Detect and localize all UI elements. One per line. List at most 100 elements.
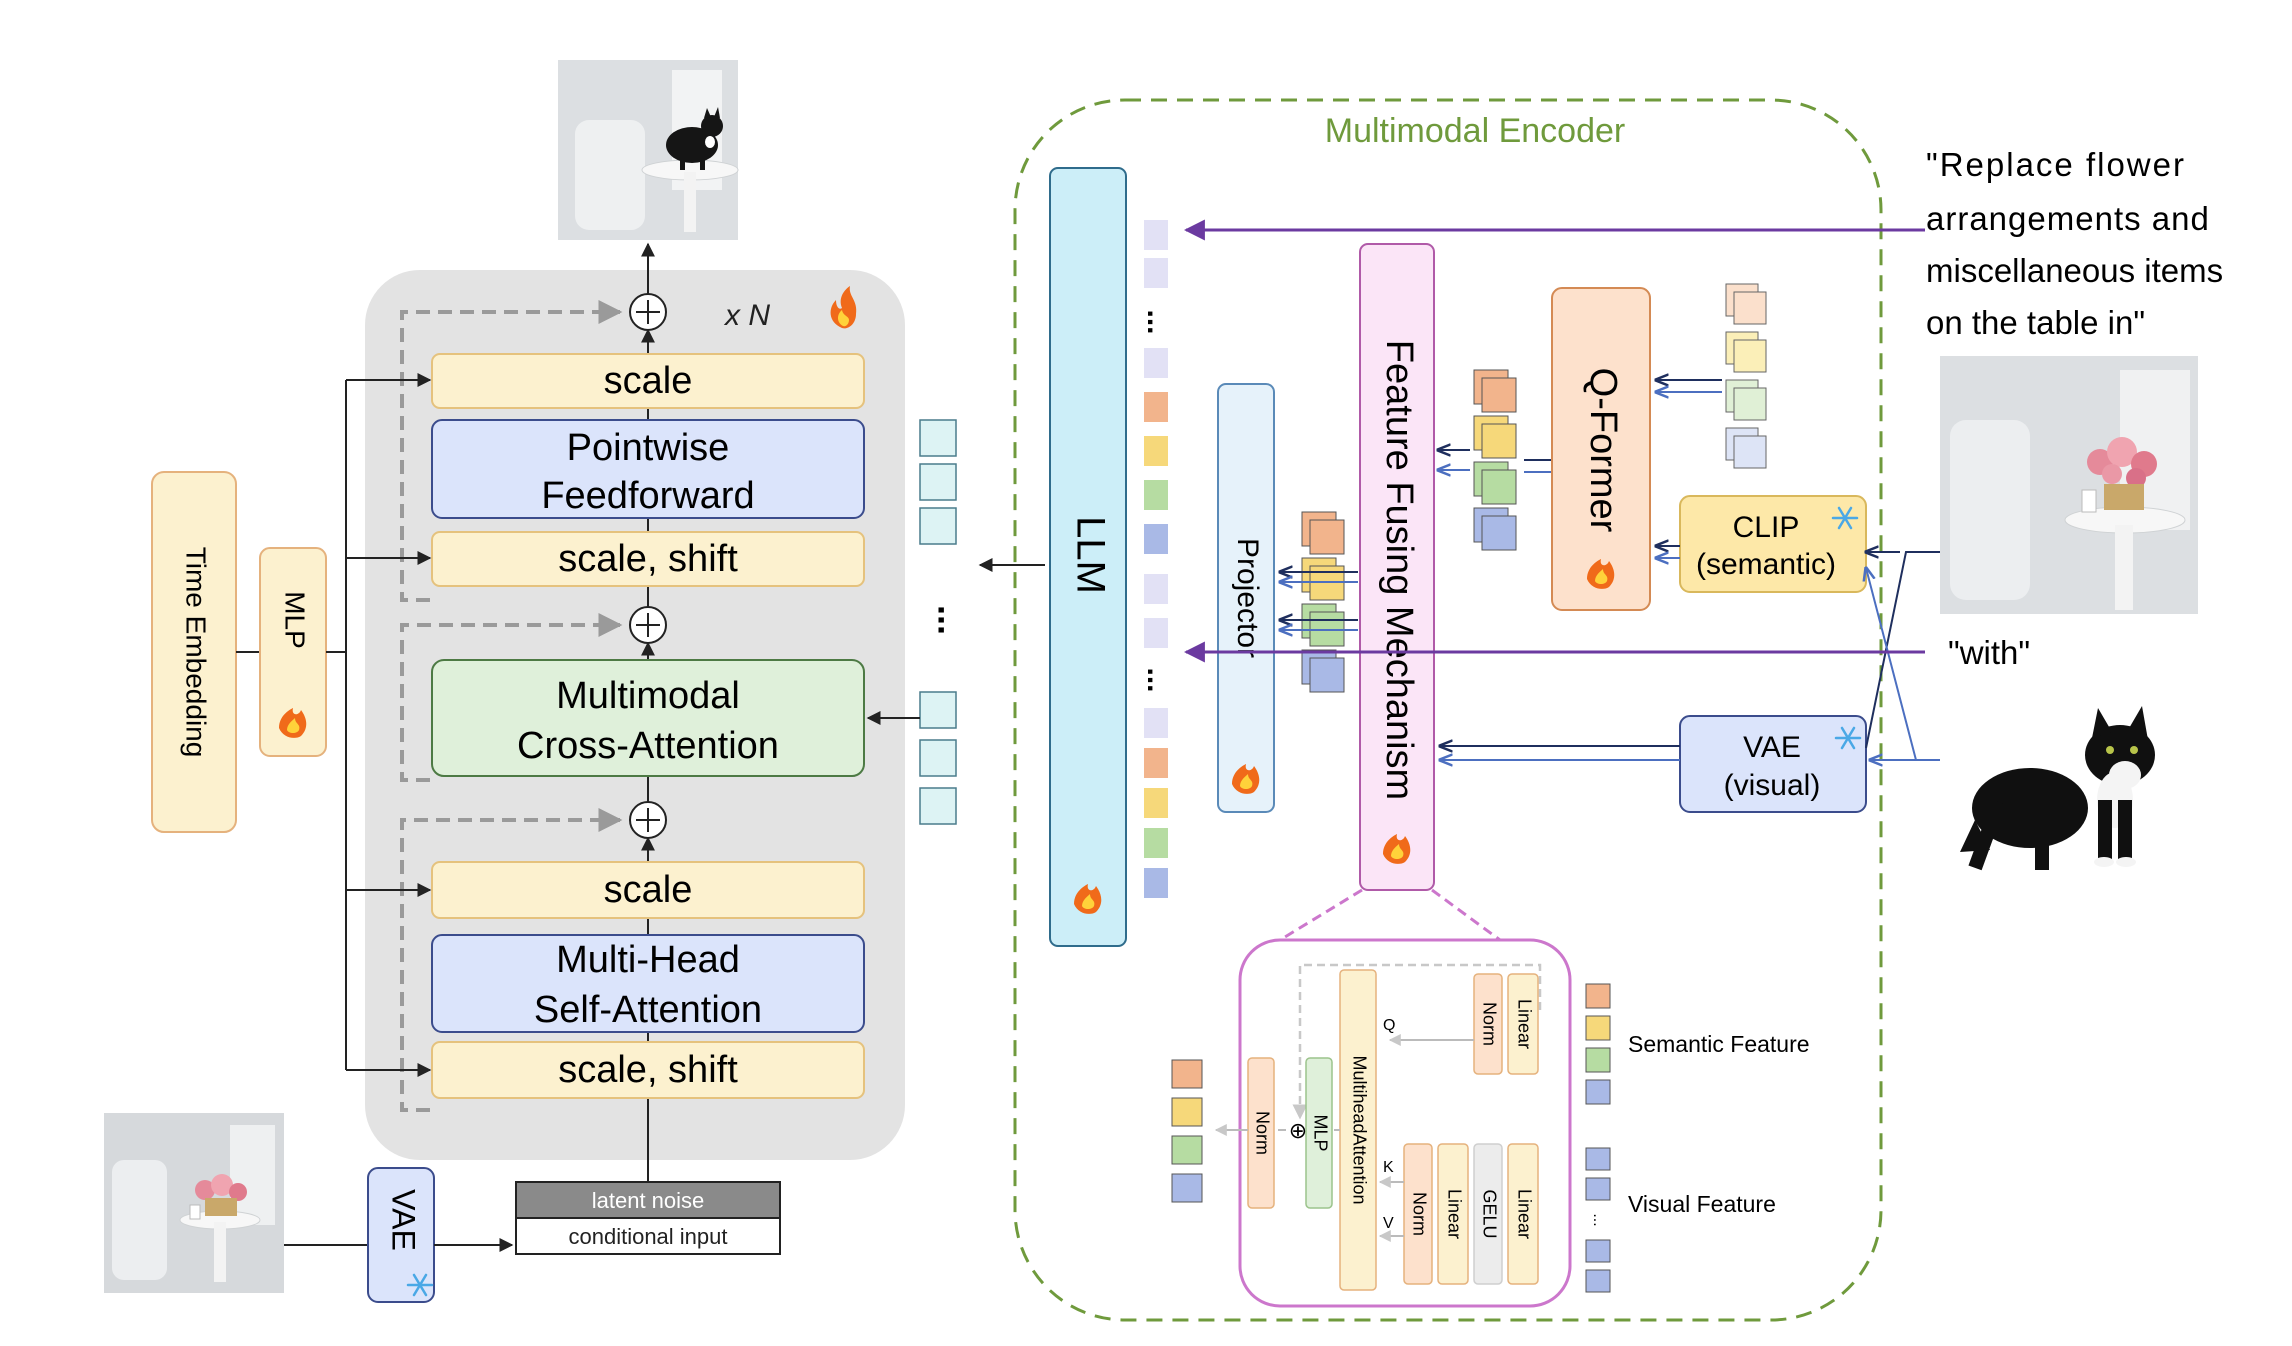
input-source-image-bottom bbox=[104, 1113, 284, 1293]
residual-path-ffn bbox=[400, 300, 623, 602]
prompt-line-1: "Replace flower bbox=[1926, 146, 2186, 183]
vae-encoder-bottom-box bbox=[367, 1167, 435, 1303]
vae-visual-frozen-snowflake-icon bbox=[1834, 726, 1862, 750]
trainable-fire-icon bbox=[830, 286, 857, 329]
prompt-with: "with" bbox=[1948, 634, 2030, 671]
projector-fire-icon bbox=[1232, 764, 1260, 794]
scale-top-label: scale bbox=[604, 360, 693, 402]
detail-visual-feature-tokens bbox=[1585, 1147, 1611, 1293]
llm-tokens-ellipsis-top: ... bbox=[1141, 309, 1174, 334]
time-mlp-label: MLP bbox=[280, 591, 311, 649]
llm-tokens-ellipsis-bottom: ... bbox=[1141, 667, 1174, 692]
vae-visual-box bbox=[1679, 715, 1867, 813]
condition-tokens-upper bbox=[919, 419, 957, 545]
detail-visual-tokens-ellipsis: ... bbox=[1590, 1213, 1607, 1226]
detail-norm-visual-label: Norm bbox=[1409, 1192, 1429, 1236]
clip-label-line1: CLIP bbox=[1733, 511, 1800, 544]
detail-add-icon: ⊕ bbox=[1289, 1118, 1307, 1143]
detail-norm-semantic-label: Norm bbox=[1479, 1002, 1499, 1046]
prompt-line-2: arrangements and bbox=[1926, 200, 2210, 237]
llm-label: LLM bbox=[1068, 516, 1112, 594]
frozen-snowflake-icon bbox=[406, 1273, 434, 1297]
feature-fusing-fire-icon bbox=[1383, 834, 1411, 864]
qformer-query-tokens bbox=[1725, 283, 1767, 469]
multimodal-encoder-frame bbox=[1013, 98, 1883, 1322]
qformer-label: Q-Former bbox=[1582, 368, 1624, 533]
scale-low-label: scale bbox=[604, 869, 693, 911]
detail-linear-semantic-label: Linear bbox=[1514, 999, 1534, 1049]
feature-fusing-mechanism-box bbox=[1359, 243, 1435, 891]
detail-gelu-label: GELU bbox=[1479, 1189, 1499, 1238]
qformer-output-tokens bbox=[1473, 369, 1517, 551]
reference-cat-image bbox=[1960, 706, 2155, 871]
residual-add-low-icon bbox=[629, 801, 667, 839]
clip-label-line2: (semantic) bbox=[1696, 548, 1836, 581]
condition-tokens-ellipsis: ... bbox=[930, 605, 971, 635]
llm-fire-icon bbox=[1074, 884, 1102, 914]
ffn-label-line1: Pointwise bbox=[567, 427, 730, 469]
latent-noise-label: latent noise bbox=[592, 1188, 705, 1213]
detail-linear-semantic-box bbox=[1507, 973, 1539, 1075]
projector-label: Projector bbox=[1231, 538, 1264, 658]
detail-mlp-label: MLP bbox=[1310, 1114, 1330, 1151]
detail-norm-visual-box bbox=[1403, 1143, 1433, 1285]
condition-tokens-lower bbox=[919, 691, 957, 825]
detail-gelu-box bbox=[1473, 1143, 1503, 1285]
scale-top-box bbox=[431, 353, 865, 409]
pointwise-feedforward-box bbox=[431, 419, 865, 519]
detail-norm-output-label: Norm bbox=[1252, 1111, 1272, 1155]
vae-visual-label-line2: (visual) bbox=[1724, 769, 1821, 802]
image-to-clip-dark-path bbox=[1865, 551, 1940, 749]
detail-mlp-box bbox=[1305, 1057, 1333, 1209]
conditional-input-label: conditional input bbox=[568, 1224, 727, 1249]
detail-linear-visual-2-label: Linear bbox=[1444, 1189, 1464, 1239]
output-edited-image bbox=[558, 60, 739, 240]
vae-visual-label-line1: VAE bbox=[1743, 731, 1801, 764]
detail-semantic-feature-tokens bbox=[1585, 983, 1611, 1105]
scale-low-box bbox=[431, 861, 865, 919]
llm-box bbox=[1049, 167, 1127, 947]
projector-box bbox=[1217, 383, 1275, 813]
detail-k-label: K bbox=[1383, 1159, 1394, 1176]
prompt-line-3: miscellaneous items bbox=[1926, 252, 2223, 289]
multimodal-encoder-title: Multimodal Encoder bbox=[1325, 112, 1625, 150]
qformer-box bbox=[1551, 287, 1651, 611]
time-embedding-label: Time Embedding bbox=[181, 547, 212, 758]
residual-path-self bbox=[400, 808, 623, 1112]
conditional-input-box bbox=[515, 1217, 781, 1255]
feature-fusing-label: Feature Fusing Mechanism bbox=[1378, 340, 1420, 800]
multimodal-cross-attention-box bbox=[431, 659, 865, 777]
self-attn-label-line2: Self-Attention bbox=[534, 989, 762, 1031]
residual-path-cross bbox=[400, 613, 623, 782]
detail-linear-visual-1-label: Linear bbox=[1514, 1189, 1534, 1239]
scale-shift-mid-box bbox=[431, 531, 865, 587]
scale-shift-bottom-label: scale, shift bbox=[558, 1049, 738, 1091]
detail-q-label: Q bbox=[1383, 1017, 1395, 1034]
scale-shift-mid-label: scale, shift bbox=[558, 538, 738, 580]
detail-semantic-feature-label: Semantic Feature bbox=[1628, 1031, 1810, 1057]
residual-add-top-icon bbox=[629, 293, 667, 331]
detail-norm-semantic-box bbox=[1473, 973, 1503, 1075]
detail-linear-visual-2-box bbox=[1437, 1143, 1469, 1285]
time-mlp-fire-icon bbox=[279, 708, 307, 738]
cross-attn-label-line1: Multimodal bbox=[556, 675, 740, 717]
ffn-label-line2: Feedforward bbox=[541, 475, 754, 517]
detail-visual-feature-label: Visual Feature bbox=[1628, 1191, 1776, 1217]
detail-norm-output-box bbox=[1247, 1057, 1275, 1209]
input-source-image-right bbox=[1940, 356, 2198, 614]
cross-attn-label-line2: Cross-Attention bbox=[517, 725, 779, 767]
fused-feature-tokens bbox=[1301, 511, 1345, 693]
detail-multihead-attention-label: MultiheadAttention bbox=[1349, 1055, 1369, 1204]
vae-encoder-bottom-label: VAE bbox=[386, 1189, 422, 1251]
repeat-n-label: x N bbox=[723, 299, 770, 332]
clip-semantic-box bbox=[1679, 495, 1867, 593]
scale-shift-bottom-box bbox=[431, 1041, 865, 1099]
detail-output-tokens bbox=[1171, 1059, 1203, 1203]
latent-noise-box bbox=[515, 1181, 781, 1219]
detail-linear-visual-1-box bbox=[1507, 1143, 1539, 1285]
detail-zoom-lines bbox=[1279, 888, 1501, 942]
residual-add-mid-icon bbox=[629, 606, 667, 644]
detail-v-label: V bbox=[1383, 1215, 1394, 1232]
cat-to-clip-blue-path bbox=[1866, 568, 1940, 761]
